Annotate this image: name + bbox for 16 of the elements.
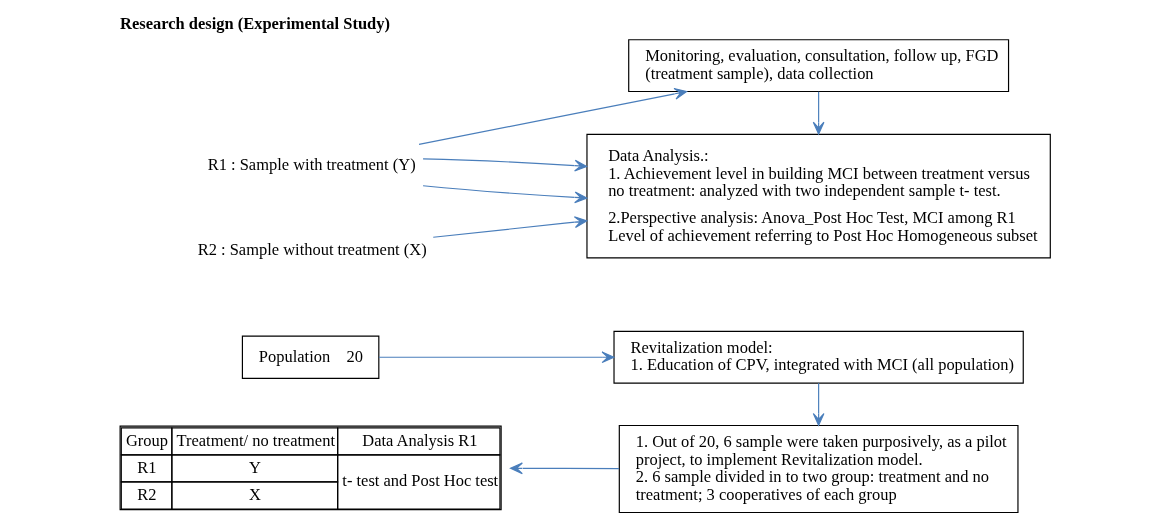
node-box: 1. Out of 20, 6 sample were taken purposively, as a pilot project, to implement Revitalization model. 2. 6 sample divided in to two group: treatment and no treatment; 3 cooperatives of each group [618, 424, 1019, 514]
arrow [812, 91, 824, 135]
arrow [509, 462, 620, 475]
node-text: R1 : Sample with treatment (Y) [207, 154, 416, 174]
node-box: Data Analysis.: 1. Achievement level in building MCI between treatment versus no treatment: analyzed with two independent sample t- test. 2.Perspective analysis: Anova_Post Hoc Test, MCI among R1 Level of achievement referring to Post Hoc Homogeneous subset [585, 133, 1051, 259]
arrow [422, 185, 587, 204]
arrow [432, 216, 587, 238]
node-box: Population 20 [241, 335, 379, 380]
node-box: Monitoring, evaluation, consultation, follow up, FGD (treatment sample), data collection [627, 39, 1009, 93]
arrow [422, 158, 587, 172]
node-box: Revitalization model: 1. Education of CPV, integrated with MCI (all population) [612, 330, 1024, 384]
diagram-title: Research design (Experimental Study) [119, 14, 390, 34]
arrow [812, 382, 824, 426]
arrow [417, 88, 687, 145]
node-text: R2 : Sample without treatment (X) [197, 239, 427, 259]
arrow [377, 351, 614, 364]
